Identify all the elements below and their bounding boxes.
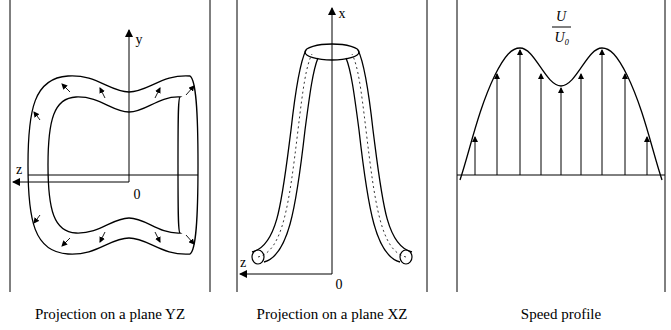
velocity-arrows <box>475 50 647 175</box>
tube-right-outer <box>358 50 412 252</box>
swirl-arrows <box>34 84 194 246</box>
tube-left-outer <box>252 50 306 252</box>
fraction-bar <box>552 27 571 28</box>
vortex-inner <box>48 97 180 233</box>
tube-right-inner <box>346 58 400 262</box>
z-axis <box>240 274 332 275</box>
fraction-numerator: U <box>556 10 566 24</box>
panel-caption: Speed profile <box>521 307 601 322</box>
origin-label: 0 <box>134 188 141 202</box>
axis-label: x <box>339 7 346 21</box>
vortex-outer <box>28 76 198 254</box>
axis-label: z <box>16 163 22 177</box>
panel-border <box>665 0 666 292</box>
tube-left-inner <box>264 58 318 262</box>
panel-border <box>10 0 11 292</box>
section-line <box>28 175 198 176</box>
panel-border <box>457 0 458 292</box>
axis-label: y <box>136 33 143 47</box>
panel-border <box>210 0 211 292</box>
panel-border <box>427 0 428 292</box>
fraction-denominator: U₀ <box>555 31 570 45</box>
velocity-curve <box>460 48 662 180</box>
panel-caption: Projection on a plane YZ <box>35 307 185 322</box>
z-axis <box>13 182 129 183</box>
panel-caption: Projection on a plane XZ <box>257 307 408 322</box>
panel-border <box>237 0 238 292</box>
y-axis <box>129 30 130 182</box>
axis-label: z <box>240 256 246 270</box>
origin-label: 0 <box>336 278 343 292</box>
x-axis <box>332 8 333 274</box>
